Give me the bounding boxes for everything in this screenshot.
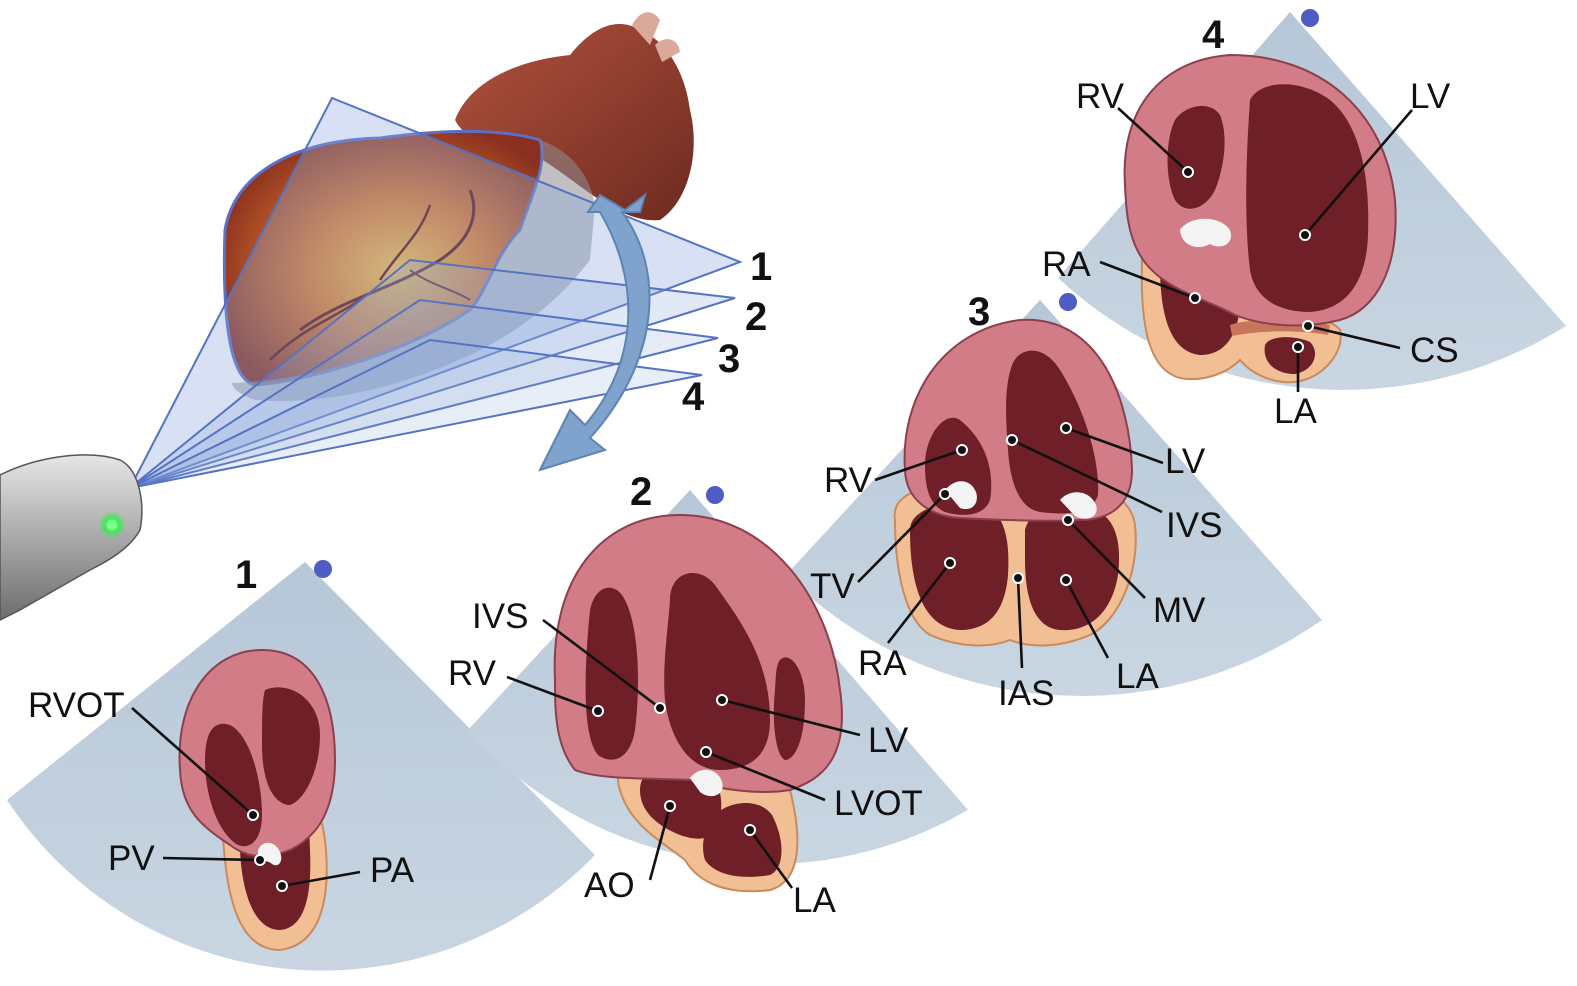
ultrasound-probe-icon <box>0 454 143 621</box>
view-2-heart <box>553 513 843 893</box>
label-ra: RA <box>1042 245 1091 284</box>
orientation-dot-icon <box>314 560 332 578</box>
orientation-dot-icon <box>1301 9 1319 27</box>
label-la: LA <box>1274 392 1317 431</box>
label-rv: RV <box>1076 77 1125 116</box>
label-cs: CS <box>1410 331 1459 370</box>
plane-number-1: 1 <box>750 245 772 289</box>
orientation-dot-icon <box>1059 293 1077 311</box>
scan-plane-4 <box>129 338 703 489</box>
view-1-leaders <box>131 707 361 892</box>
plane-number-2: 2 <box>745 295 767 339</box>
scan-plane-2 <box>129 258 736 489</box>
plane-number-3: 3 <box>718 337 740 381</box>
label-lv: LV <box>1410 77 1451 116</box>
heart-probe-group <box>0 12 743 621</box>
label-ivs: IVS <box>1166 506 1222 545</box>
scan-plane-3 <box>129 298 719 489</box>
label-ra: RA <box>858 644 907 683</box>
view-number-4: 4 <box>1202 13 1225 57</box>
view-4-leaders <box>1099 107 1413 392</box>
label-lv: LV <box>868 721 909 760</box>
view-3-leaders <box>857 422 1164 669</box>
label-la: LA <box>1116 657 1159 696</box>
plane-number-4: 4 <box>682 375 705 419</box>
label-mv: MV <box>1153 591 1206 630</box>
label-lv: LV <box>1165 442 1206 481</box>
label-pa: PA <box>370 851 415 890</box>
view-number-2: 2 <box>630 470 652 514</box>
label-ivs: IVS <box>472 597 528 636</box>
view-2-leaders <box>506 618 861 889</box>
label-tv: TV <box>810 567 855 606</box>
label-pv: PV <box>108 839 155 878</box>
view-number-3: 3 <box>968 290 990 334</box>
view-3-heart <box>893 318 1137 647</box>
scan-plane-1 <box>127 96 743 490</box>
view-number-1: 1 <box>235 553 257 597</box>
view-4-heart <box>1123 53 1397 384</box>
label-lvot: LVOT <box>834 784 923 823</box>
label-rvot: RVOT <box>28 686 125 725</box>
orientation-dot-icon <box>706 486 724 504</box>
heart-icon <box>455 24 694 221</box>
rotation-arrow-icon <box>538 192 651 472</box>
label-rv: RV <box>448 654 497 693</box>
label-ias: IAS <box>998 674 1054 713</box>
label-ao: AO <box>584 866 635 905</box>
label-rv: RV <box>824 461 873 500</box>
label-la: LA <box>793 881 836 920</box>
